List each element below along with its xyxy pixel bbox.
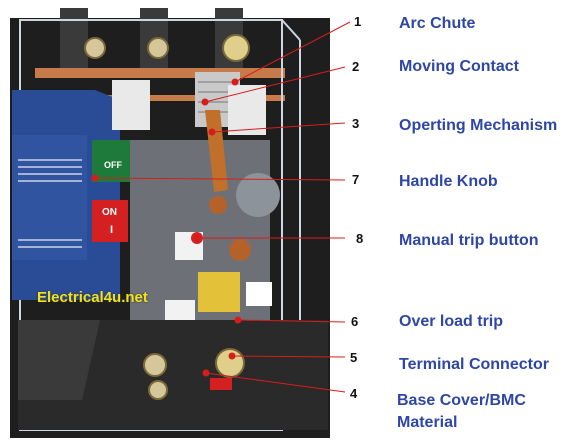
handle-knob-off xyxy=(92,140,130,182)
overload-trip-block xyxy=(198,272,240,312)
contact-block-right xyxy=(228,85,266,135)
bottom-screw-2 xyxy=(148,380,168,400)
callout-label-terminal-connector: Terminal Connector xyxy=(399,356,549,373)
top-screw-3 xyxy=(222,34,250,62)
leader-3 xyxy=(211,122,346,133)
leader-4 xyxy=(205,372,346,393)
mechanism-wheel xyxy=(236,173,280,217)
front-nameplate-area xyxy=(12,135,87,260)
leader-7 xyxy=(94,177,346,181)
callout-label-moving-contact: Moving Contact xyxy=(399,58,519,75)
handle-on-mark: I xyxy=(110,224,114,236)
handle-off-text: OFF xyxy=(104,160,122,170)
callout-number-4: 4 xyxy=(350,386,358,401)
handle-knob-on xyxy=(92,200,128,242)
copper-bus-2 xyxy=(35,95,285,101)
nameplate-text-lines xyxy=(18,159,82,248)
copper-coil-2 xyxy=(229,239,251,261)
bottom-screw-1 xyxy=(143,353,167,377)
leader-2 xyxy=(204,66,346,103)
leader-1 xyxy=(234,21,351,83)
callout-label-base-cover: Base Cover/BMC xyxy=(397,392,526,409)
callout-label-arc-chute: Arc Chute xyxy=(399,15,476,32)
callout-label-manual-trip-button: Manual trip button xyxy=(399,232,539,249)
callout-label-over-load-trip: Over load trip xyxy=(399,313,504,330)
callout-number-5: 5 xyxy=(350,350,358,365)
top-screw-2 xyxy=(147,37,169,59)
base-red-marker xyxy=(210,378,232,390)
leader-5 xyxy=(231,355,346,358)
callout-number-1: 1 xyxy=(354,14,362,29)
callout-label-handle-knob: Handle Knob xyxy=(399,173,498,190)
callout-number-7: 7 xyxy=(352,172,360,187)
callout-number-2: 2 xyxy=(352,59,360,74)
leader-6 xyxy=(237,319,346,323)
copper-bus xyxy=(35,68,285,78)
callout-number-3: 3 xyxy=(352,116,360,131)
top-terminal-block-1 xyxy=(60,8,88,78)
callout-label-base-cover-line2: Material xyxy=(397,414,458,431)
handle-on-text: ON xyxy=(102,207,117,218)
watermark: Electrical4u.net xyxy=(37,289,148,306)
top-screw-1 xyxy=(84,37,106,59)
leader-lines xyxy=(91,21,351,393)
copper-coil xyxy=(209,196,227,214)
overload-trip-cap xyxy=(246,282,272,306)
callout-label-operating-mechanism: Operting Mechanism xyxy=(399,117,558,134)
callout-number-8: 8 xyxy=(356,231,364,246)
callout-number-6: 6 xyxy=(351,314,359,329)
contact-block-left xyxy=(112,80,150,130)
